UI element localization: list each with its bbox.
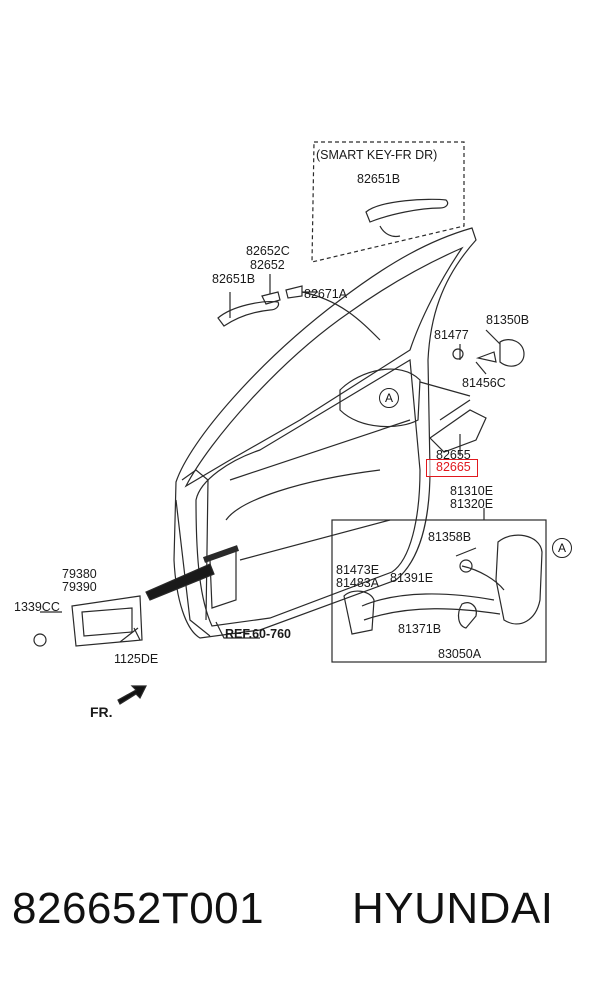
part-82655: 82655 (436, 448, 471, 462)
outside-handle-top (365, 198, 449, 223)
part-1339CC: 1339CC (14, 600, 60, 614)
rod-81391E (361, 593, 495, 607)
door-check-strap (145, 563, 215, 601)
outside-handle (217, 301, 280, 327)
part-82665-highlighted: 82665 (436, 460, 471, 474)
part-81473E: 81473E (336, 563, 380, 577)
part-1125DE: 1125DE (114, 652, 159, 666)
part-83050A: 83050A (438, 647, 482, 661)
door-window-frame (184, 246, 464, 488)
part-81350B: 81350B (486, 313, 530, 327)
fr-arrow (117, 685, 147, 705)
part-81320E: 81320E (450, 497, 494, 511)
smart-key-label: (SMART KEY-FR DR) (316, 148, 438, 162)
ref-label: REF.60-760 (225, 627, 292, 641)
latch-assembly-box (331, 519, 547, 663)
front-direction-label: FR. (90, 704, 113, 720)
part-81456C: 81456C (462, 376, 506, 390)
highlighted-part-82665-box (426, 459, 478, 477)
part-81391E: 81391E (390, 571, 434, 585)
part-82652: 82652 (250, 258, 285, 272)
part-79390: 79390 (62, 580, 97, 594)
part-81358B: 81358B (428, 530, 472, 544)
callout-a-door: A (379, 388, 399, 408)
smart-key-box (311, 141, 465, 263)
part-82671A: 82671A (304, 287, 348, 301)
part-81371B: 81371B (398, 622, 442, 636)
latch-body (495, 534, 543, 625)
footer-part-number: 826652T001 (12, 884, 265, 933)
part-81477: 81477 (434, 328, 469, 342)
part-81310E: 81310E (450, 484, 494, 498)
part-82652C: 82652C (246, 244, 290, 258)
part-82651B: 82651B (212, 272, 256, 286)
part-82655-bracket (429, 409, 487, 453)
part-79380: 79380 (62, 567, 97, 581)
part-82651B-top: 82651B (357, 172, 401, 186)
door-handle-recess (339, 368, 421, 428)
part-81477-bolt (452, 348, 464, 360)
part-81483A: 81483A (336, 576, 380, 590)
door-frame (173, 227, 477, 639)
footer-brand: HYUNDAI (352, 884, 554, 933)
callout-a-latch: A (552, 538, 572, 558)
